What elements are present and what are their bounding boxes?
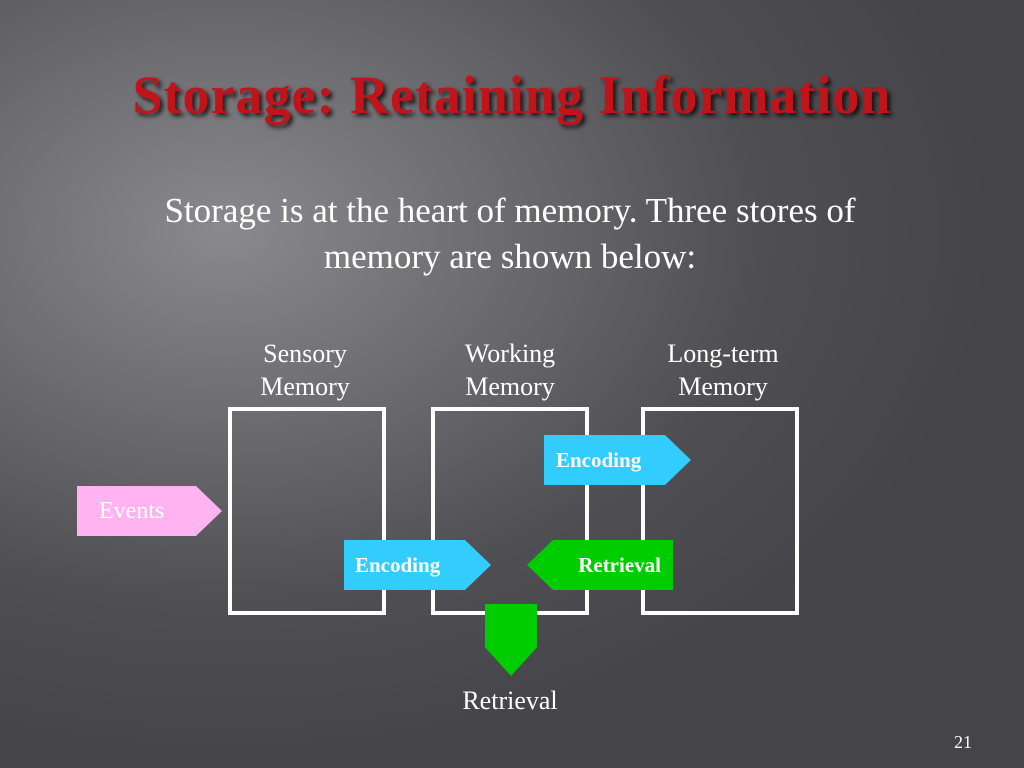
encoding-to-working-label: Encoding <box>355 552 441 577</box>
retrieval-from-longterm-label: Retrieval <box>578 552 661 577</box>
sensory-memory-box <box>228 407 386 615</box>
events-arrow-label: Events <box>99 497 165 524</box>
slide-number: 21 <box>954 732 972 752</box>
longterm-memory-label: Long-term Memory <box>633 337 813 403</box>
working-memory-label: Working Memory <box>420 337 600 403</box>
retrieval-from-longterm-arrow: Retrieval <box>527 540 673 590</box>
sensory-memory-label: Sensory Memory <box>215 337 395 403</box>
working-memory-label-line1: Working <box>464 339 556 368</box>
encoding-to-working-arrow: Encoding <box>344 540 491 590</box>
encoding-to-longterm-arrow: Encoding <box>544 435 691 485</box>
encoding-to-longterm-label: Encoding <box>556 447 642 472</box>
working-memory-label-line2: Memory <box>465 372 555 401</box>
slide-title: Storage: Retaining Information <box>132 65 892 125</box>
longterm-memory-label-line2: Memory <box>678 372 768 401</box>
intro-text: Storage is at the heart of memory. Three… <box>164 191 856 276</box>
longterm-memory-box <box>641 407 799 615</box>
sensory-memory-label-line1: Sensory <box>263 339 347 368</box>
events-arrow: Events <box>77 486 222 536</box>
longterm-memory-label-line1: Long-term <box>667 339 779 368</box>
retrieval-output-label: Retrieval <box>462 686 558 715</box>
sensory-memory-label-line2: Memory <box>260 372 350 401</box>
retrieval-down-arrow <box>485 604 537 676</box>
